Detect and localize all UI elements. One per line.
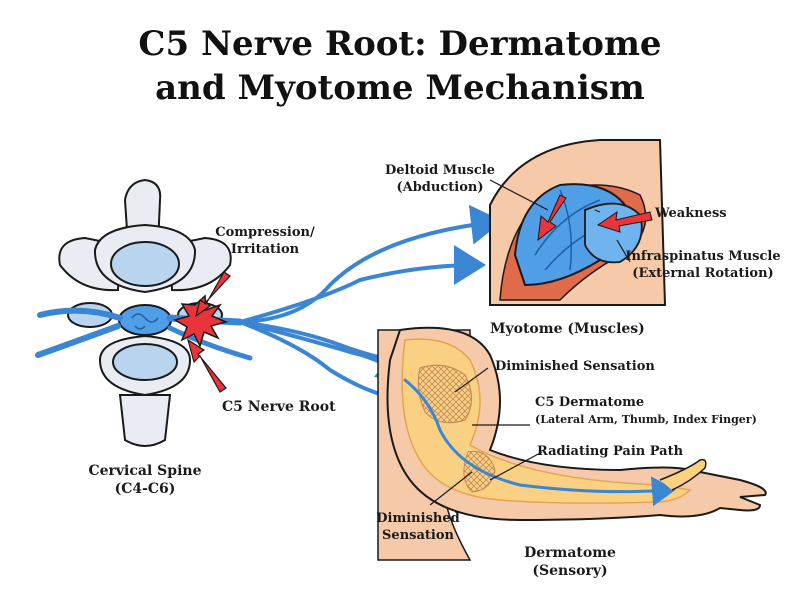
diminished-zone-lower <box>463 450 496 493</box>
branch-deltoid <box>238 204 503 324</box>
vertebral-body-lower <box>112 343 178 381</box>
deltoid-weakness-arrow <box>537 194 567 242</box>
compression-starburst <box>173 294 229 349</box>
lower-process <box>118 394 172 447</box>
page-title: C5 Nerve Root: Dermatome and Myotome Mec… <box>0 22 800 110</box>
c5-dermatome-label: C5 Dermatome (Lateral Arm, Thumb, Index … <box>535 395 757 426</box>
diminished-zone-upper <box>417 364 473 424</box>
deltoid-label: Deltoid Muscle (Abduction) <box>385 163 495 195</box>
nerve-root-pointer-arrow <box>187 338 227 393</box>
radiating-pain-path <box>403 378 676 507</box>
compression-label: Compression/ Irritation <box>215 225 315 257</box>
dermatome-label: Dermatome (Sensory) <box>524 545 616 579</box>
myotome-label: Myotome (Muscles) <box>490 321 645 337</box>
nerve-root-left <box>35 307 123 358</box>
spinal-cord <box>118 304 172 336</box>
title-line-1: C5 Nerve Root: Dermatome <box>138 24 662 64</box>
vertebral-body-upper <box>110 241 180 287</box>
shoulder-illustration <box>489 139 667 306</box>
title-line-2: and Myotome Mechanism <box>155 68 645 108</box>
leader-lines <box>429 179 631 506</box>
branch-infraspinatus <box>238 245 486 324</box>
vertebra-illustration <box>35 178 253 447</box>
thumb-outline <box>659 458 707 491</box>
diminished-sensation-upper-label: Diminished Sensation <box>495 359 655 374</box>
compression-pointer-arrow <box>195 271 231 318</box>
radiating-pain-label: Radiating Pain Path <box>537 444 684 459</box>
arm-illustration <box>377 326 767 561</box>
diminished-sensation-lower-label: Diminished Sensation <box>376 511 460 543</box>
nerve-root-label: C5 Nerve Root <box>222 399 336 415</box>
cervical-spine-label: Cervical Spine (C4-C6) <box>88 463 202 497</box>
infraspinatus-weakness-arrow <box>596 210 653 233</box>
weakness-label: Weakness <box>655 206 727 221</box>
infraspinatus-label: Infraspinatus Muscle (External Rotation) <box>625 249 781 281</box>
